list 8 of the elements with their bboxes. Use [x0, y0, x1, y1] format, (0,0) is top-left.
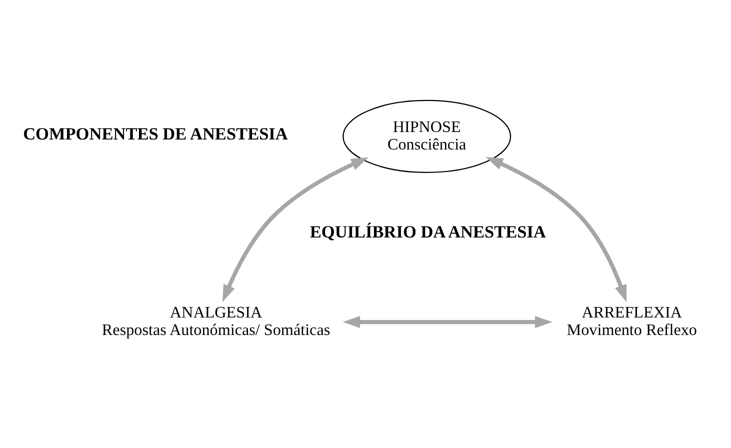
arrow — [222, 157, 368, 302]
node-text: ARREFLEXIA Movimento Reflexo — [566, 304, 697, 339]
label: COMPONENTES DE ANESTESIA — [23, 124, 288, 144]
node-ellipse: HIPNOSE Consciência — [342, 100, 512, 173]
label: EQUILÍBRIO DA ANESTESIA — [310, 222, 546, 242]
arrow — [342, 316, 552, 328]
arrow — [486, 157, 627, 302]
node-text: ANALGESIA Respostas Autonómicas/ Somáticas — [102, 304, 330, 339]
